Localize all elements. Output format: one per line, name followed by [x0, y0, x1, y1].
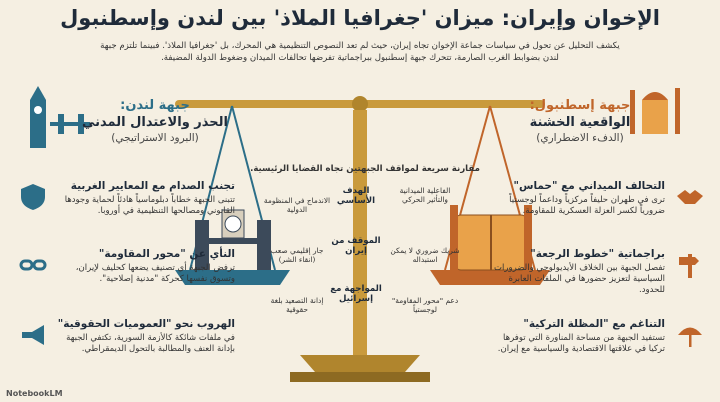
scale-pivot: [352, 96, 368, 112]
london-point-2: النأي عن "محور المقاومة" ترفض الجبهة أي …: [55, 248, 235, 285]
istanbul-point-1-title: التحالف الميداني مع "حماس": [513, 180, 665, 192]
london-point-1: تجنب الصدام مع المعايير الغربية تتبنى ال…: [55, 180, 235, 217]
london-point-3-title: الهروب نحو "العموميات الحقوقية": [57, 318, 235, 330]
istanbul-point-3-title: التناغم مع "المظلة التركية": [523, 318, 665, 330]
comparison-caption: مقارنة سريعة لمواقف الجبهتين تجاه القضاي…: [250, 164, 480, 174]
big-ben-icon: [30, 86, 90, 148]
right-pan: [430, 270, 550, 285]
istanbul-front-header: جبهة إسطنبول: الواقعية الخشنة (الدفء الا…: [505, 98, 655, 144]
left-pan: [175, 270, 290, 285]
comparison-row-3-istanbul: دعم "محور المقاومة" لوجستياً: [391, 296, 459, 314]
london-point-3: الهروب نحو "العموميات الحقوقية" في ملفات…: [55, 318, 235, 355]
comparison-row-1-istanbul: الفاعلية الميدانية والتأثير الحركي: [399, 186, 451, 204]
istanbul-point-1-text: ترى في طهران حليفاً مركزياً وداعماً لوجس…: [509, 195, 665, 216]
london-skyline-icon: [195, 209, 271, 270]
comparison-row-3-london: إدانة التصعيد بلغة حقوقية: [270, 296, 324, 314]
london-front-note: (البرود الاستراتيجي): [111, 132, 199, 144]
london-point-3-text: في ملفات شائكة كالأزمة السورية، تكتفي ال…: [66, 333, 235, 354]
london-point-1-text: تتبنى الجبهة خطاباً دبلوماسياً هادئاً لح…: [64, 195, 235, 216]
london-front-subtitle: الحذر والاعتدال المدني: [82, 115, 228, 130]
comparison-row-1-label: الهدف الأساسي: [336, 186, 376, 206]
istanbul-point-3-text: تستفيد الجبهة من مساحة المناورة التي توف…: [497, 333, 665, 354]
scale-base: [300, 355, 420, 372]
intro-line-2: لندن بضوابط الغرب الصارمة، تتحرك جبهة إس…: [161, 53, 559, 63]
comparison-row-3-label: المواجهة مع إسرائيل: [330, 284, 382, 304]
london-point-2-text: ترفض الجبهة أي تصنيف يضعها كحليف لإيران،…: [75, 263, 235, 284]
istanbul-front-title: جبهة إسطنبول:: [529, 98, 631, 113]
page-title: الإخوان وإيران: ميزان 'جغرافيا الملاذ' ب…: [60, 6, 660, 30]
istanbul-front-note: (الدفء الاضطراري): [536, 132, 624, 144]
umbrella-icon: [678, 327, 702, 347]
scale-pillar: [353, 110, 367, 360]
istanbul-gate-icon: [450, 205, 532, 271]
scale-base-foot: [290, 372, 430, 382]
notebooklm-logo: NotebookLM: [6, 389, 63, 398]
mosque-icon: [630, 88, 680, 134]
intro-line-1: يكشف التحليل عن تحول في سياسات جماعة الإ…: [100, 41, 620, 51]
comparison-row-2-istanbul: شريك ضروري لا يمكن استبداله: [390, 246, 460, 264]
istanbul-point-2-text: تفصل الجبهة بين الخلاف الأيديولوجي والضر…: [494, 263, 665, 295]
broken-chain-icon: [19, 259, 47, 271]
shield-icon: [21, 184, 45, 210]
comparison-row-2-label: الموقف من إيران: [331, 236, 381, 256]
signpost-icon: [679, 254, 699, 278]
intro-text: يكشف التحليل عن تحول في سياسات جماعة الإ…: [30, 40, 690, 64]
istanbul-point-2: براجماتية "خطوط الرجعة" تفصل الجبهة بين …: [485, 248, 665, 296]
istanbul-point-3: التناغم مع "المظلة التركية" تستفيد الجبه…: [485, 318, 665, 355]
megaphone-icon: [22, 325, 44, 345]
london-front-header: جبهة لندن: الحذر والاعتدال المدني (البرو…: [70, 98, 240, 144]
istanbul-point-2-title: براجماتية "خطوط الرجعة": [530, 248, 665, 260]
london-point-1-title: تجنب الصدام مع المعايير الغربية: [70, 180, 235, 192]
comparison-row-2-london: جار إقليمي صعب (انقاء الشر): [270, 246, 324, 264]
comparison-row-1-london: الاندماج في المنظومة الدولية: [263, 196, 331, 214]
handshake-icon: [677, 190, 703, 204]
london-front-title: جبهة لندن:: [120, 98, 190, 113]
istanbul-point-1: التحالف الميداني مع "حماس" ترى في طهران …: [485, 180, 665, 217]
istanbul-front-subtitle: الواقعية الخشنة: [529, 115, 631, 130]
london-point-2-title: النأي عن "محور المقاومة": [98, 248, 235, 260]
